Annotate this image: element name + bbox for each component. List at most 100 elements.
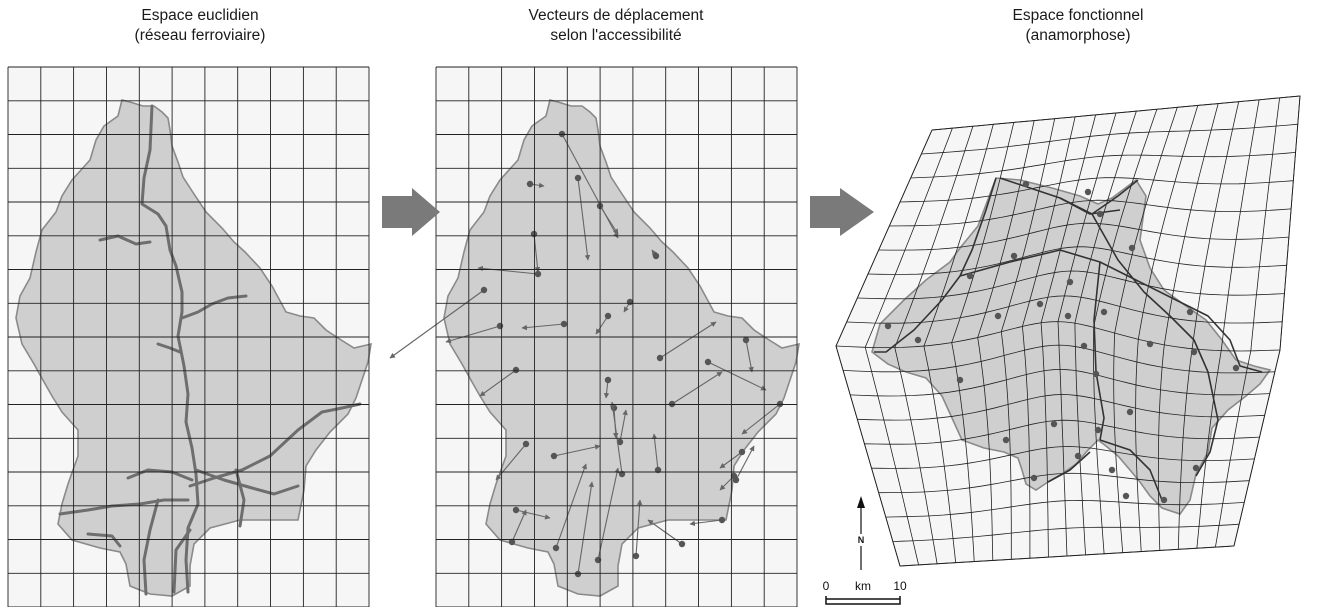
scale-unit-label: km <box>855 579 871 593</box>
station-point <box>1192 464 1200 472</box>
displacement-vector <box>521 323 565 331</box>
vector-origin-point <box>604 376 612 384</box>
station-point <box>1096 210 1104 218</box>
vector-origin-point <box>776 400 784 408</box>
panel2-title: Vecteurs de déplacement selon l'accessib… <box>456 6 776 46</box>
station-point <box>1010 252 1018 260</box>
vector-origin-point <box>558 130 566 138</box>
station-point <box>1160 496 1168 504</box>
warped-grid-line <box>910 152 1296 179</box>
vector-origin-point <box>742 336 750 344</box>
displacement-vector <box>659 321 717 359</box>
station-point <box>1146 340 1154 348</box>
warped-grid-line <box>850 368 1270 397</box>
panel1-grid <box>7 66 370 607</box>
station-point <box>1022 180 1030 188</box>
warped-grid-line <box>843 344 1275 374</box>
vector-origin-point <box>668 400 676 408</box>
panel3-title-line2: (anamorphose) <box>1025 27 1131 44</box>
vector-origin-point <box>496 322 504 330</box>
displacement-vector <box>577 481 594 575</box>
vector-origin-point <box>512 366 520 374</box>
panel1-title-line1: Espace euclidien <box>141 7 259 24</box>
flow-arrows <box>382 188 874 236</box>
vector-origin-point <box>730 472 738 480</box>
displacement-vector <box>553 444 601 457</box>
displacement-vector <box>445 325 501 344</box>
vector-origin-point <box>508 538 516 546</box>
station-point <box>914 336 922 344</box>
vector-origin-point <box>632 552 640 560</box>
displacement-vector <box>671 371 723 405</box>
warped-grid-line <box>921 123 1298 155</box>
vector-origin-point <box>534 270 542 278</box>
station-point <box>1186 308 1194 316</box>
vector-origin-point <box>522 440 530 448</box>
warped-grid-line <box>931 95 1301 131</box>
vector-origin-point <box>604 312 612 320</box>
station-point <box>1100 308 1108 316</box>
station-point <box>1232 364 1240 372</box>
vector-origin-point <box>738 448 746 456</box>
station-point <box>956 376 964 384</box>
panel1-rail-network <box>58 104 362 596</box>
panel2-displacement-vectors <box>389 66 800 607</box>
vector-origin-point <box>552 544 560 552</box>
warped-grid-line <box>892 523 1240 542</box>
displacement-vector <box>577 177 591 261</box>
vector-origin-point <box>574 570 582 578</box>
warped-grid-line <box>846 295 1283 324</box>
warped-grid-line <box>885 499 1245 518</box>
panel2-title-line2: selon l'accessibilité <box>550 27 682 44</box>
vector-origin-point <box>704 358 712 366</box>
warped-grid-line <box>899 177 1294 203</box>
station-point <box>1190 348 1198 356</box>
displacement-vector <box>495 443 527 481</box>
north-arrow-tip-icon <box>857 496 865 508</box>
scale-end-label: 10 <box>893 579 907 593</box>
station-point <box>1030 474 1038 482</box>
panel3-station-points <box>884 180 1240 504</box>
vector-origin-point <box>526 180 534 188</box>
warped-grid-line <box>899 545 1235 567</box>
station-point <box>1084 188 1092 196</box>
panel3-warped-grid <box>835 95 1301 567</box>
displacement-vector <box>635 499 643 557</box>
displacement-vector <box>647 519 683 545</box>
vector-origin-point <box>512 506 520 514</box>
vector-origin-point <box>656 354 664 362</box>
vector-origin-point <box>594 556 602 564</box>
scale-bar-line <box>825 596 901 605</box>
station-point <box>1080 342 1088 350</box>
warped-grid-line <box>871 446 1255 469</box>
displacement-vector <box>651 433 659 471</box>
vector-origin-point <box>550 452 558 460</box>
warped-grid-line <box>835 321 1281 352</box>
displacement-vector <box>741 403 781 435</box>
displacement-vector <box>619 409 628 443</box>
displacement-vector <box>595 315 609 335</box>
station-point <box>994 312 1002 320</box>
station-point <box>1126 408 1134 416</box>
station-point <box>1074 452 1082 460</box>
station-point <box>966 272 974 280</box>
station-point <box>1108 466 1116 474</box>
displacement-vector <box>735 445 755 481</box>
displacement-vector <box>511 509 527 543</box>
north-arrow: N <box>857 496 865 570</box>
station-point <box>1066 278 1074 286</box>
panel2-title-line1: Vecteurs de déplacement <box>528 7 704 24</box>
vector-origin-point <box>616 438 624 446</box>
panel1-title: Espace euclidien (réseau ferroviaire) <box>40 6 360 46</box>
panel3-title-line1: Espace fonctionnel <box>1012 7 1144 24</box>
station-point <box>1050 420 1058 428</box>
station-point <box>1036 300 1044 308</box>
warped-grid-line <box>878 222 1289 251</box>
vector-origin-point <box>574 174 582 182</box>
vector-origin-point <box>652 252 660 260</box>
station-point <box>1128 244 1136 252</box>
displacement-vector <box>477 265 539 275</box>
vector-origin-point <box>626 298 634 306</box>
warped-grid-line <box>867 246 1287 275</box>
